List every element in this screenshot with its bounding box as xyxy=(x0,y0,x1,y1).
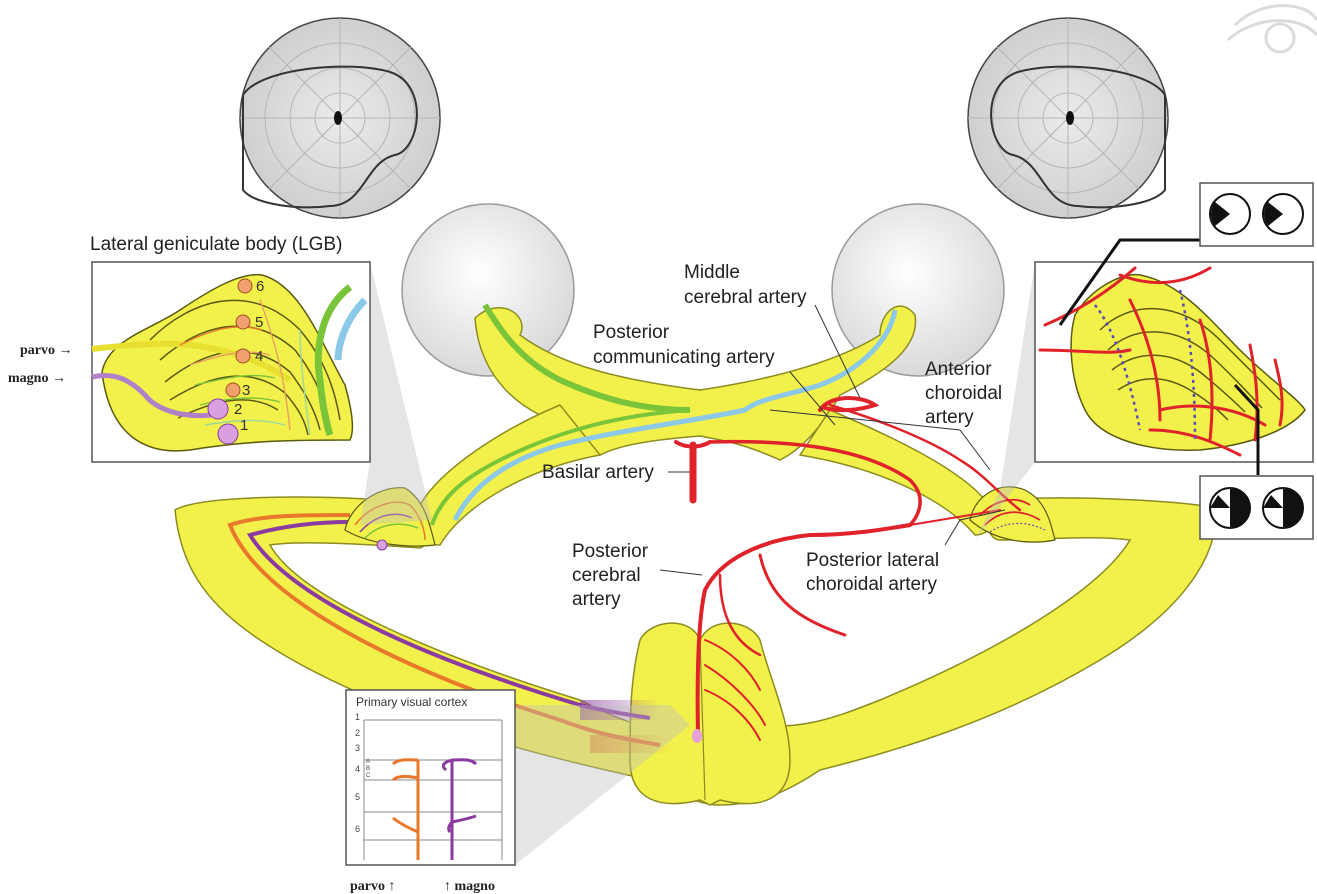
lgb-layer-label: 5 xyxy=(255,314,263,331)
lgb-layer-label: 3 xyxy=(242,382,250,399)
cortex-layer-label: 1 xyxy=(355,712,360,722)
magno-left-label: magno → xyxy=(8,371,66,386)
magno-bottom-label: ↑ magno xyxy=(444,879,495,894)
primary-visual-cortex-inset: Primary visual cortex 1 2 3 4 5 6 A B C … xyxy=(346,690,515,894)
label-middle-cerebral-2: cerebral artery xyxy=(684,287,807,308)
label-posterior-lateral-choroidal-2: choroidal artery xyxy=(806,574,937,595)
label-posterior-cerebral-1: Posterior xyxy=(572,541,649,562)
parvo-bottom-label: parvo ↑ xyxy=(350,879,396,894)
label-basilar: Basilar artery xyxy=(542,462,654,483)
cortex-sublayer-label: A xyxy=(366,759,370,765)
lgb-layer-label: 1 xyxy=(240,417,248,434)
cortex-title: Primary visual cortex xyxy=(356,695,467,709)
label-posterior-lateral-choroidal-1: Posterior lateral xyxy=(806,550,939,571)
parvo-left-label: parvo → xyxy=(20,343,73,358)
label-posterior-communicating-2: communicating artery xyxy=(593,347,775,368)
cortex-layer-label: 4 xyxy=(355,764,360,774)
cortex-layer-label: 6 xyxy=(355,824,360,834)
lgb-layer-label: 6 xyxy=(256,278,264,295)
label-posterior-communicating-1: Posterior xyxy=(593,322,670,343)
label-posterior-cerebral-2: cerebral xyxy=(572,565,641,586)
lgb-layer-label: 2 xyxy=(234,401,242,418)
label-anterior-choroidal-1: Anterior xyxy=(925,359,992,380)
cortex-sublayer-label: C xyxy=(366,773,371,779)
label-posterior-cerebral-3: artery xyxy=(572,589,621,610)
label-anterior-choroidal-2: choroidal xyxy=(925,383,1002,404)
supply-pie-top xyxy=(1200,183,1313,246)
supply-pie-bottom xyxy=(1200,476,1313,539)
cortex-layer-label: 5 xyxy=(355,792,360,802)
lgb-inset-right xyxy=(1035,240,1313,475)
calcarine-point xyxy=(692,729,702,743)
lgb-inset-left: Lateral geniculate body (LGB) xyxy=(8,234,370,462)
lgb-layer-label: 4 xyxy=(255,348,263,365)
lgb-title: Lateral geniculate body (LGB) xyxy=(90,234,342,255)
cortex-layer-label: 2 xyxy=(355,728,360,738)
cortex-sublayer-label: B xyxy=(366,766,370,772)
eye-logo-icon xyxy=(1228,6,1317,52)
visual-field-left xyxy=(240,18,440,218)
cortex-layer-label: 3 xyxy=(355,743,360,753)
label-anterior-choroidal-3: artery xyxy=(925,407,974,428)
visual-field-right xyxy=(968,18,1168,218)
optic-chiasm-tracts xyxy=(416,305,992,545)
label-middle-cerebral-1: Middle xyxy=(684,262,740,283)
